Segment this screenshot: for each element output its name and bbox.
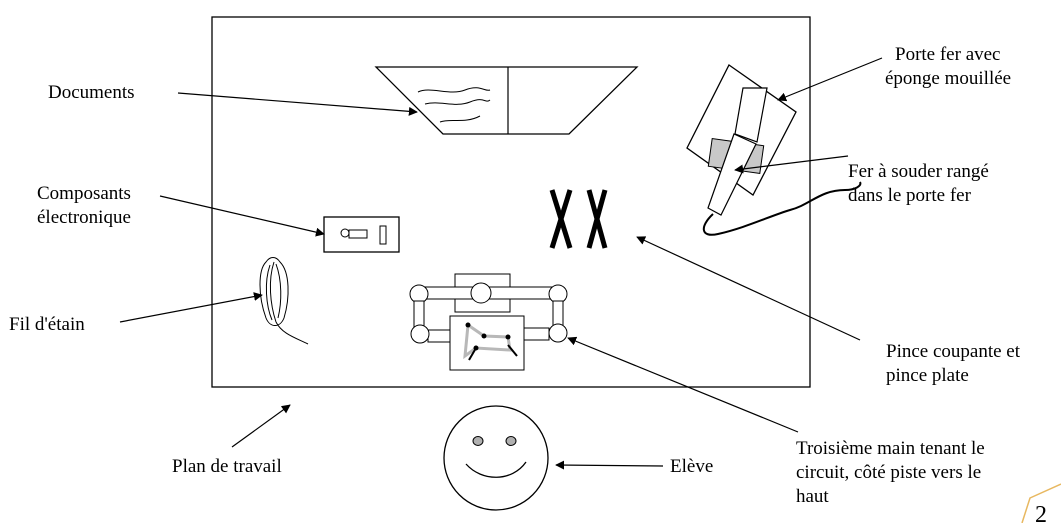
solder-wire-icon — [259, 257, 309, 345]
arrow-fil — [119, 292, 263, 323]
label-composants-line2: électronique — [37, 207, 131, 228]
label-plan: Plan de travail — [172, 456, 282, 477]
arrow-main — [567, 336, 799, 433]
page-number: 2 — [1035, 502, 1047, 528]
label-fer-line2: dans le porte fer — [848, 185, 971, 206]
components-icon — [323, 216, 400, 253]
arrow-pince — [636, 236, 861, 341]
label-composants-line1: Composants — [37, 183, 131, 204]
label-main-line1: Troisième main tenant le — [796, 438, 985, 459]
label-porte-fer-line2: éponge mouillée — [885, 68, 1012, 89]
label-eleve: Elève — [670, 456, 714, 477]
label-fer-line1: Fer à souder rangé — [848, 161, 989, 182]
label-pince-line2: pince plate — [886, 365, 969, 386]
arrow-plan — [231, 404, 291, 448]
page-corner-tab — [1021, 483, 1061, 523]
arrow-porte-fer — [777, 57, 883, 102]
label-fil: Fil d'étain — [9, 314, 85, 335]
arrow-eleve — [555, 460, 664, 470]
iron-holder-icon — [686, 64, 862, 236]
label-pince-line1: Pince coupante et — [886, 341, 1021, 362]
third-hand-icon — [409, 273, 568, 371]
arrow-documents — [177, 92, 418, 116]
arrow-fer — [734, 155, 849, 174]
label-main-line3: haut — [796, 486, 829, 507]
student-face-icon — [443, 405, 549, 511]
label-porte-fer-line1: Porte fer avec — [895, 44, 1001, 65]
label-main-line2: circuit, côté piste vers le — [796, 462, 982, 483]
documents-icon — [374, 66, 639, 135]
arrow-composants — [159, 195, 325, 237]
label-documents: Documents — [48, 82, 135, 103]
pliers-icon — [549, 189, 608, 249]
